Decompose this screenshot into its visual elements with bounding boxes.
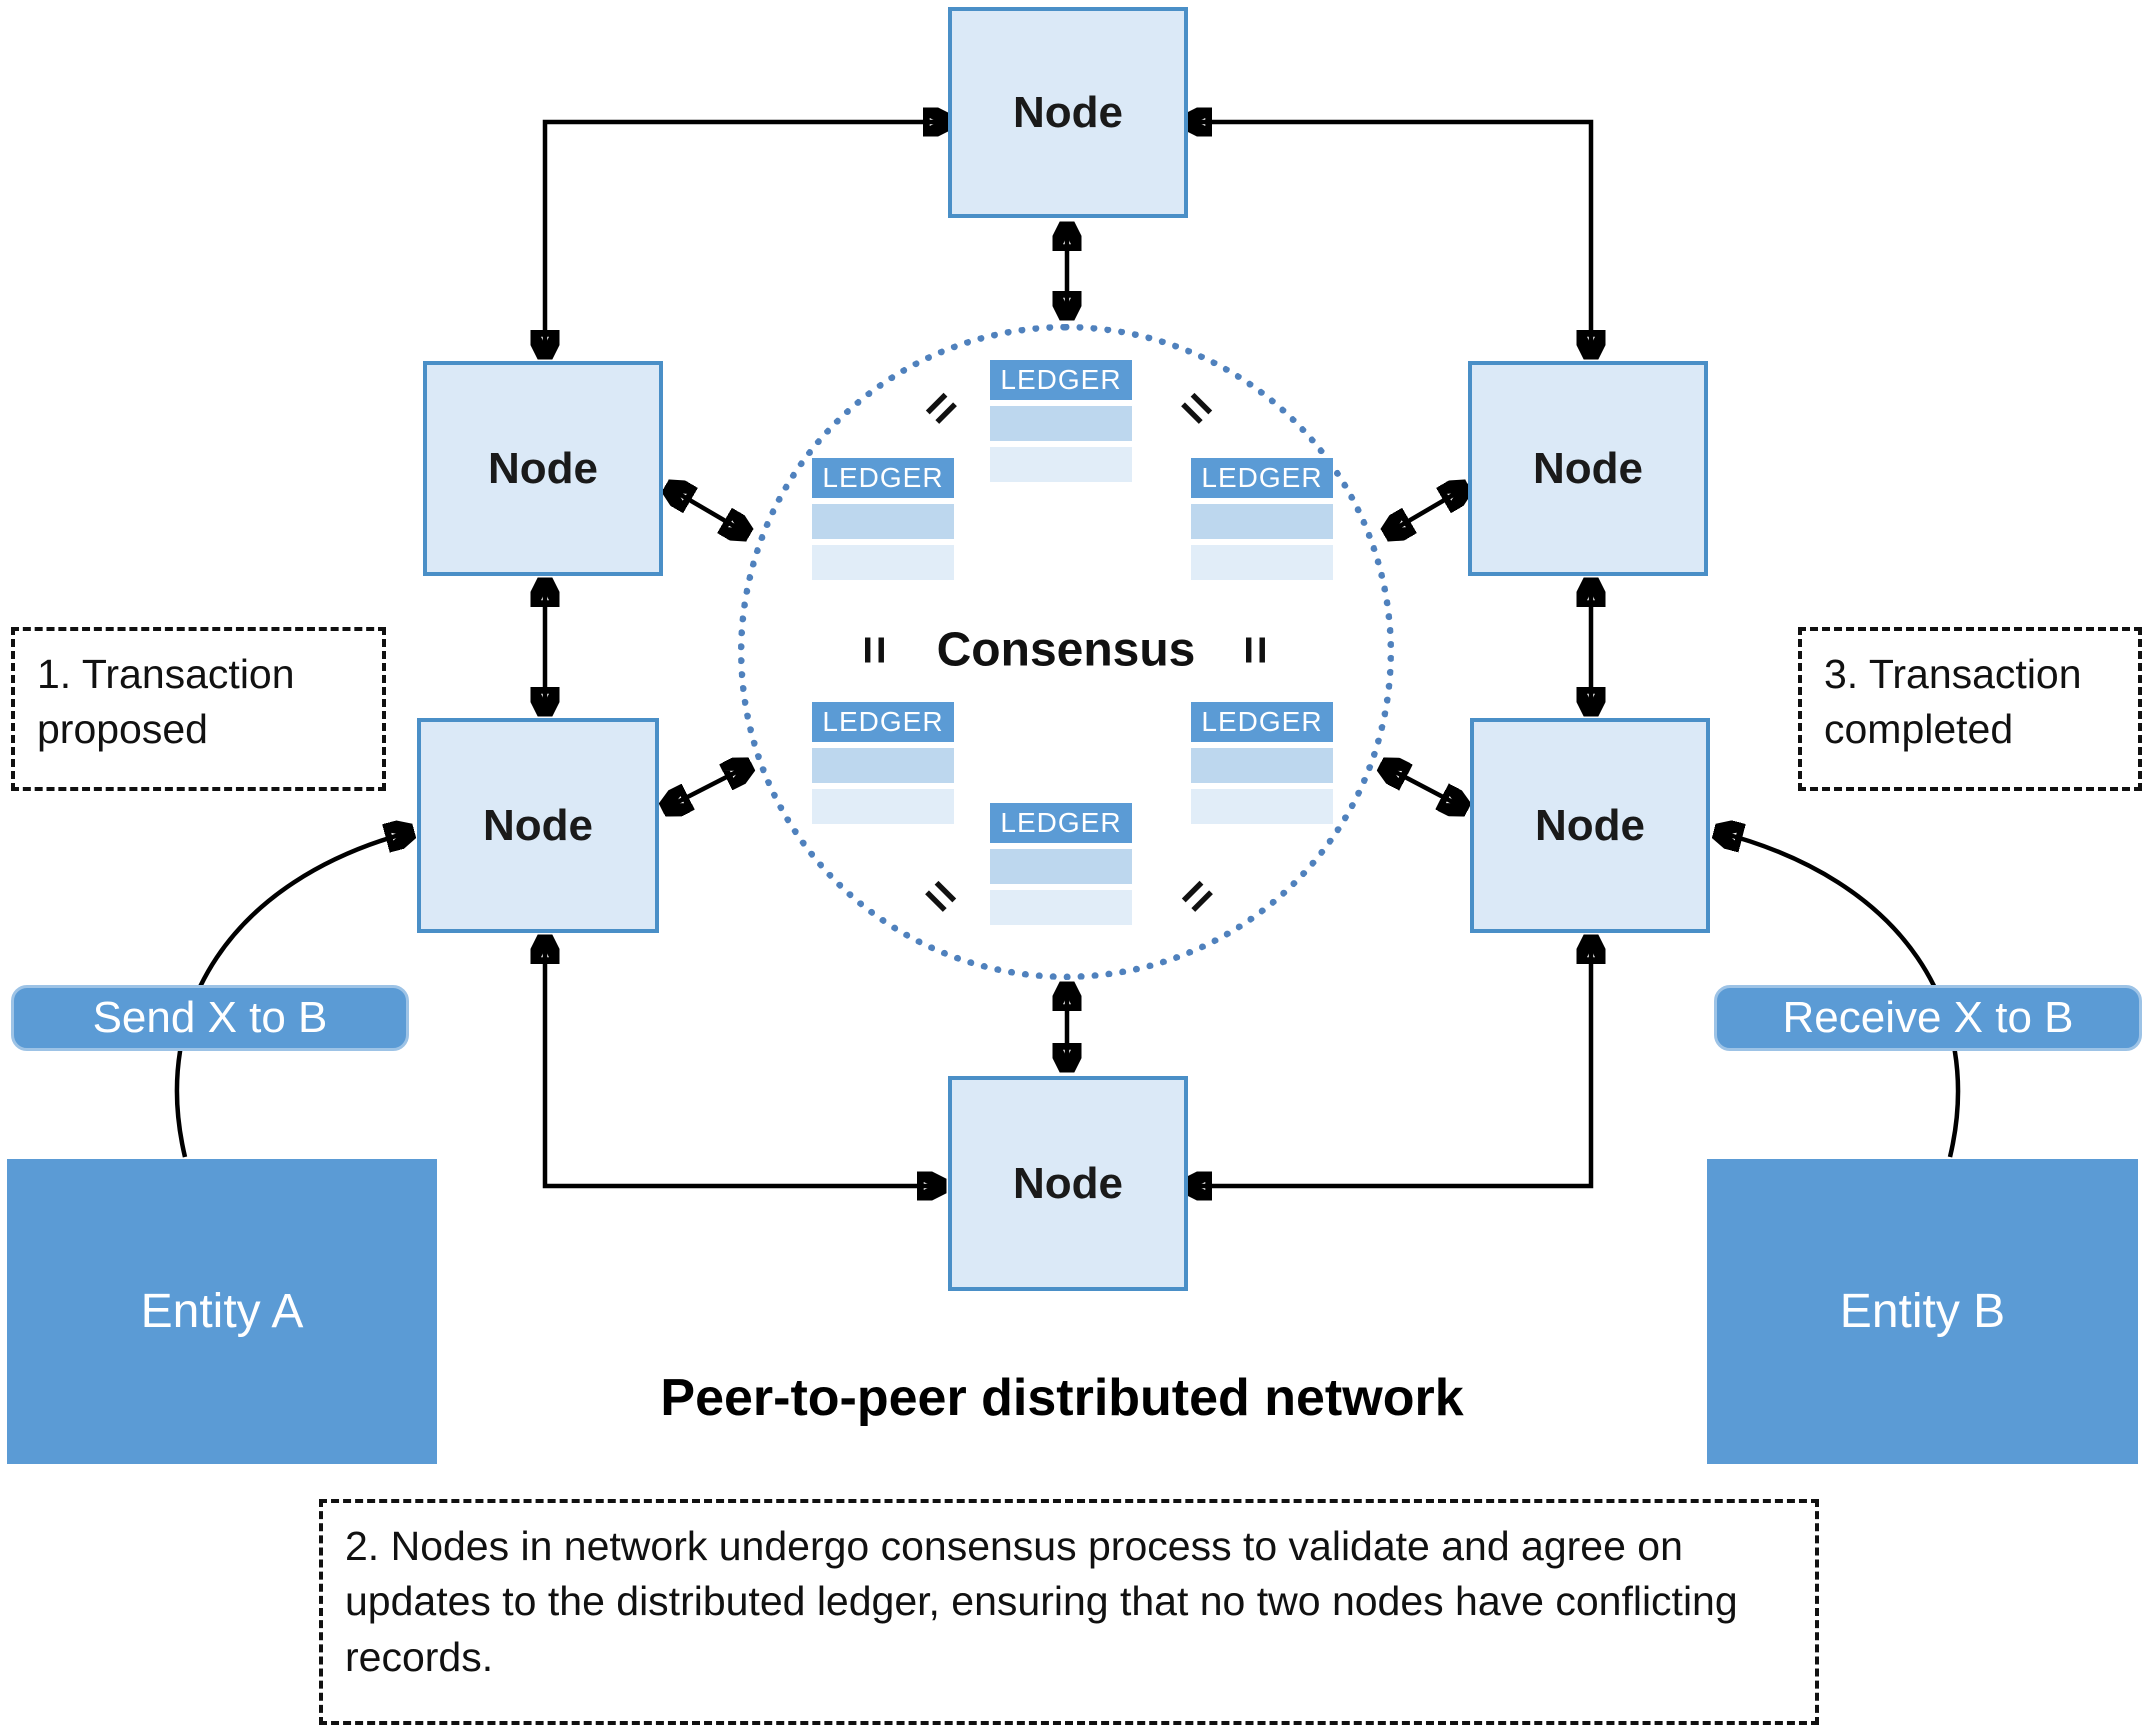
ledger-row [812, 504, 954, 539]
arrow-entity-b-to-node [1718, 832, 1961, 1158]
ledger-header: LEDGER [990, 803, 1132, 843]
ledger-bottom: LEDGER [990, 803, 1132, 925]
node-bottom: Node [948, 1076, 1188, 1291]
annotation-transaction-proposed: 1. Transaction proposed [11, 627, 386, 791]
ledger-row [812, 748, 954, 783]
consensus-label: Consensus [936, 623, 1196, 677]
node-label: Node [483, 800, 593, 850]
ledger-lower-right: LEDGER [1191, 702, 1333, 824]
diagram-title: Peer-to-peer distributed network [660, 1369, 1464, 1427]
arrow-midright-circle [1384, 766, 1464, 808]
entity-b-box: Entity B [1707, 1159, 2138, 1464]
receive-label-pill: Receive X to B [1714, 985, 2142, 1051]
ledger-header: LEDGER [812, 702, 954, 742]
node-label: Node [1535, 800, 1645, 850]
ledger-row [1191, 789, 1333, 824]
ledger-row [990, 447, 1132, 482]
ledger-header: LEDGER [1191, 702, 1333, 742]
arrow-bottomnode-to-midright [1187, 939, 1591, 1186]
ledger-row [812, 545, 954, 580]
arrow-upperleft-circle [669, 488, 746, 533]
send-label-pill: Send X to B [11, 985, 409, 1051]
consensus-circle [738, 324, 1394, 980]
arrow-midleft-circle [666, 766, 748, 808]
node-upper-left: Node [423, 361, 663, 576]
ledger-row [990, 890, 1132, 925]
ledger-header: LEDGER [1191, 458, 1333, 498]
ledger-header: LEDGER [990, 360, 1132, 400]
ledger-right: LEDGER [1191, 458, 1333, 580]
arrow-topnode-to-upperleft [545, 122, 948, 355]
ledger-top: LEDGER [990, 360, 1132, 482]
node-top: Node [948, 7, 1188, 218]
node-label: Node [1533, 443, 1643, 493]
node-upper-right: Node [1468, 361, 1708, 576]
node-label: Node [1013, 1158, 1123, 1208]
entity-a-box: Entity A [7, 1159, 437, 1464]
ledger-header: LEDGER [812, 458, 954, 498]
arrow-topnode-to-upperright [1187, 122, 1591, 355]
node-mid-left: Node [417, 718, 659, 933]
annotation-consensus-process: 2. Nodes in network undergo consensus pr… [319, 1499, 1819, 1725]
annotation-transaction-completed: 3. Transaction completed [1798, 627, 2142, 791]
ledger-lower-left: LEDGER [812, 702, 954, 824]
node-label: Node [1013, 87, 1123, 137]
ledger-row [1191, 748, 1333, 783]
node-mid-right: Node [1470, 718, 1710, 933]
arrow-midleft-to-bottomnode [545, 939, 942, 1186]
ledger-row [812, 789, 954, 824]
equals-mark-mid-left: = [847, 635, 903, 665]
ledger-row [1191, 504, 1333, 539]
ledger-row [990, 406, 1132, 441]
arrow-upperright-circle [1388, 488, 1465, 533]
ledger-left: LEDGER [812, 458, 954, 580]
arrow-entity-a-to-node [174, 832, 410, 1158]
equals-mark-mid-right: = [1228, 635, 1284, 665]
ledger-row [990, 849, 1132, 884]
node-label: Node [488, 443, 598, 493]
ledger-row [1191, 545, 1333, 580]
